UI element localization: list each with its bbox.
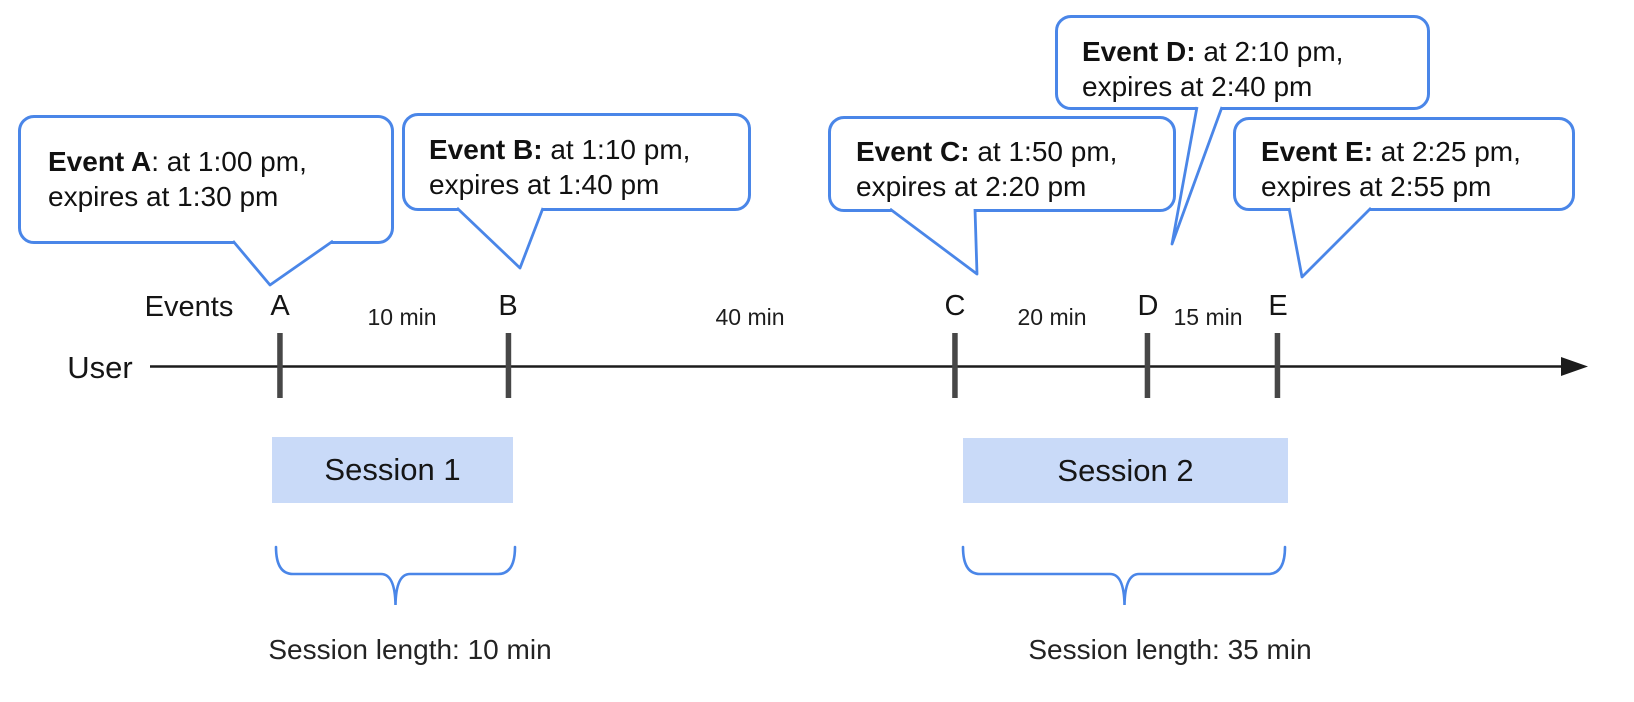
session-2-label: Session 2 <box>1057 452 1194 488</box>
session-2-box: Session 2 <box>963 438 1288 503</box>
gap-a-b-label: 10 min <box>367 304 437 330</box>
event-b-line1: Event B: at 1:10 pm, <box>429 132 748 167</box>
event-d-time: at 2:10 pm, <box>1195 36 1344 67</box>
event-a-time: : at 1:00 pm, <box>151 146 307 177</box>
event-d-line1: Event D: at 2:10 pm, <box>1082 34 1427 69</box>
event-e-time: at 2:25 pm, <box>1373 136 1521 167</box>
tick-e <box>1274 333 1281 398</box>
event-a-bubble: Event A: at 1:00 pm, expires at 1:30 pm <box>18 115 394 244</box>
session-2-brace <box>961 545 1287 606</box>
user-row-label: User <box>67 350 133 385</box>
event-e-line1: Event E: at 2:25 pm, <box>1261 134 1572 169</box>
event-d-bubble: Event D: at 2:10 pm, expires at 2:40 pm <box>1055 15 1430 110</box>
session-1-brace <box>274 545 517 606</box>
event-c-letter: C <box>944 290 966 322</box>
gap-b-c-label: 40 min <box>715 304 785 330</box>
event-c-bubble-tail <box>889 207 979 276</box>
events-row-label: Events <box>144 291 234 323</box>
gap-c-d-label: 20 min <box>1017 304 1087 330</box>
event-a-title: Event A <box>48 146 152 177</box>
tick-a <box>277 333 283 398</box>
event-e-title: Event E: <box>1261 136 1374 167</box>
event-b-time: at 1:10 pm, <box>542 134 691 165</box>
event-e-line2: expires at 2:55 pm <box>1261 171 1492 202</box>
session-1-length-label: Session length: 10 min <box>268 634 552 665</box>
event-a-bubble-tail <box>231 239 334 287</box>
event-a-letter: A <box>270 290 290 322</box>
tick-d <box>1144 333 1151 398</box>
event-e-bubble: Event E: at 2:25 pm, expires at 2:55 pm <box>1233 117 1575 211</box>
event-a-line1: Event A: at 1:00 pm, <box>48 144 391 179</box>
event-c-line2: expires at 2:20 pm <box>856 171 1087 202</box>
timeline-arrowhead-icon <box>1561 357 1588 376</box>
event-b-line2: expires at 1:40 pm <box>429 169 660 200</box>
gap-d-e-label: 15 min <box>1173 304 1243 330</box>
event-c-time: at 1:50 pm, <box>969 136 1118 167</box>
event-d-bubble-tail <box>1170 106 1224 246</box>
session-1-label: Session 1 <box>324 452 461 487</box>
event-e-bubble-tail <box>1287 207 1372 279</box>
tick-c <box>952 333 958 398</box>
tick-b <box>505 333 512 398</box>
session-1-box: Session 1 <box>272 437 513 503</box>
event-c-line1: Event C: at 1:50 pm, <box>856 134 1173 169</box>
event-b-bubble: Event B: at 1:10 pm, expires at 1:40 pm <box>402 113 751 211</box>
event-a-line2: expires at 1:30 pm <box>48 181 279 212</box>
event-b-title: Event B: <box>429 134 543 165</box>
session-2-length-label: Session length: 35 min <box>1028 634 1312 665</box>
event-e-letter: E <box>1268 290 1288 322</box>
event-d-line2: expires at 2:40 pm <box>1082 71 1313 102</box>
event-c-bubble: Event C: at 1:50 pm, expires at 2:20 pm <box>828 116 1176 212</box>
event-c-title: Event C: <box>856 136 970 167</box>
event-b-letter: B <box>498 290 518 322</box>
event-b-bubble-tail <box>456 206 545 270</box>
event-d-title: Event D: <box>1082 36 1196 67</box>
event-d-letter: D <box>1137 290 1159 322</box>
